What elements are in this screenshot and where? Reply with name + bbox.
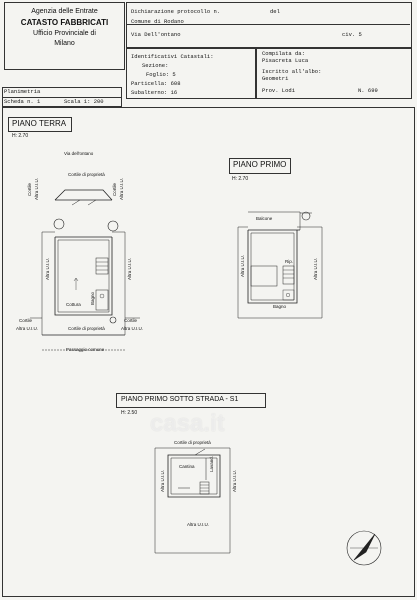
subalterno: Subalterno: 16 xyxy=(131,89,178,96)
compilata-name: Pisacreta Luca xyxy=(262,57,309,64)
piano-terra-title-box xyxy=(8,117,72,132)
s1-cantina: Cantina xyxy=(179,464,195,469)
planimetria-label: Planimetria xyxy=(4,88,41,95)
pt-cortile-bottom: Cortile di proprietà xyxy=(68,326,105,331)
piano-primo-height: H: 2.70 xyxy=(232,176,249,182)
piano-primo-title-box xyxy=(229,158,291,174)
foglio: Foglio: 5 xyxy=(146,71,176,78)
agency-name: Agenzia delle Entrate xyxy=(31,8,98,15)
pp-bagno: Bagno xyxy=(273,304,287,309)
piano-s1-height: H: 2.50 xyxy=(121,410,138,416)
pp-rip: Rip. xyxy=(285,259,294,264)
iscritto-label: Iscritto all'albo: xyxy=(262,68,322,75)
scheda-box xyxy=(2,97,122,107)
watermark-logo: casa.it xyxy=(150,410,225,437)
pt-passaggio: Passaggio comune xyxy=(66,347,105,352)
numero: N. 699 xyxy=(358,87,378,94)
iscritto-value: Geometri xyxy=(262,75,289,82)
identificativi-label: Identificativi Catastali: xyxy=(131,53,214,60)
s1-altra-bottom: Altra U.I.U. xyxy=(187,522,210,527)
piano-terra-height: H: 2.70 xyxy=(12,133,29,139)
civico: civ. 5 xyxy=(342,31,362,38)
compilata-box xyxy=(256,48,412,99)
pp-balcone: Balcone xyxy=(256,216,273,221)
pt-altra-bl: Altra U.I.U. xyxy=(16,326,39,331)
piano-s1-title: PIANO PRIMO SOTTO STRADA - S1 xyxy=(121,396,239,403)
pt-via-label: Via dell'ontano xyxy=(64,151,94,156)
scheda: Scheda n. 1 xyxy=(4,98,41,105)
del-label: del xyxy=(270,8,280,15)
pt-cortile-bl: Cortile xyxy=(19,318,33,323)
ufficio-line: Ufficio Provinciale di xyxy=(33,30,96,37)
dichiarazione-label: Dichiarazione protocollo n. xyxy=(131,8,221,15)
piano-s1-title-box xyxy=(116,393,266,408)
pt-cortile-br: Cortile xyxy=(124,318,138,323)
pt-cortile-top: Cortile di proprietà xyxy=(68,172,105,177)
piano-terra-title: PIANO TERRA xyxy=(12,119,67,128)
piano-primo-title: PIANO PRIMO xyxy=(233,160,287,169)
s1-cortile: Cortile di proprietà xyxy=(174,440,211,445)
city-line: Milano xyxy=(54,40,75,47)
via: Via Dell'ontano xyxy=(131,31,181,38)
sezione: Sezione: xyxy=(142,62,169,69)
scala: Scala 1: 200 xyxy=(64,98,104,105)
identificativi-box xyxy=(126,48,256,99)
drawing-frame xyxy=(2,107,415,597)
compilata-label: Compilata da: xyxy=(262,50,305,57)
divider xyxy=(126,2,410,25)
particella: Particella: 608 xyxy=(131,80,181,87)
pt-cottura: Cottura xyxy=(66,302,81,307)
comune: Comune di Rodano xyxy=(131,18,184,25)
dichiarazione-box xyxy=(126,2,412,48)
pt-altra-br: Altra U.I.U. xyxy=(121,326,144,331)
provincia: Prov. Lodi xyxy=(262,87,296,94)
agency-block: Agenzia delle Entrate CATASTO FABBRICATI… xyxy=(4,2,125,70)
catasto-title: CATASTO FABBRICATI xyxy=(20,18,109,27)
